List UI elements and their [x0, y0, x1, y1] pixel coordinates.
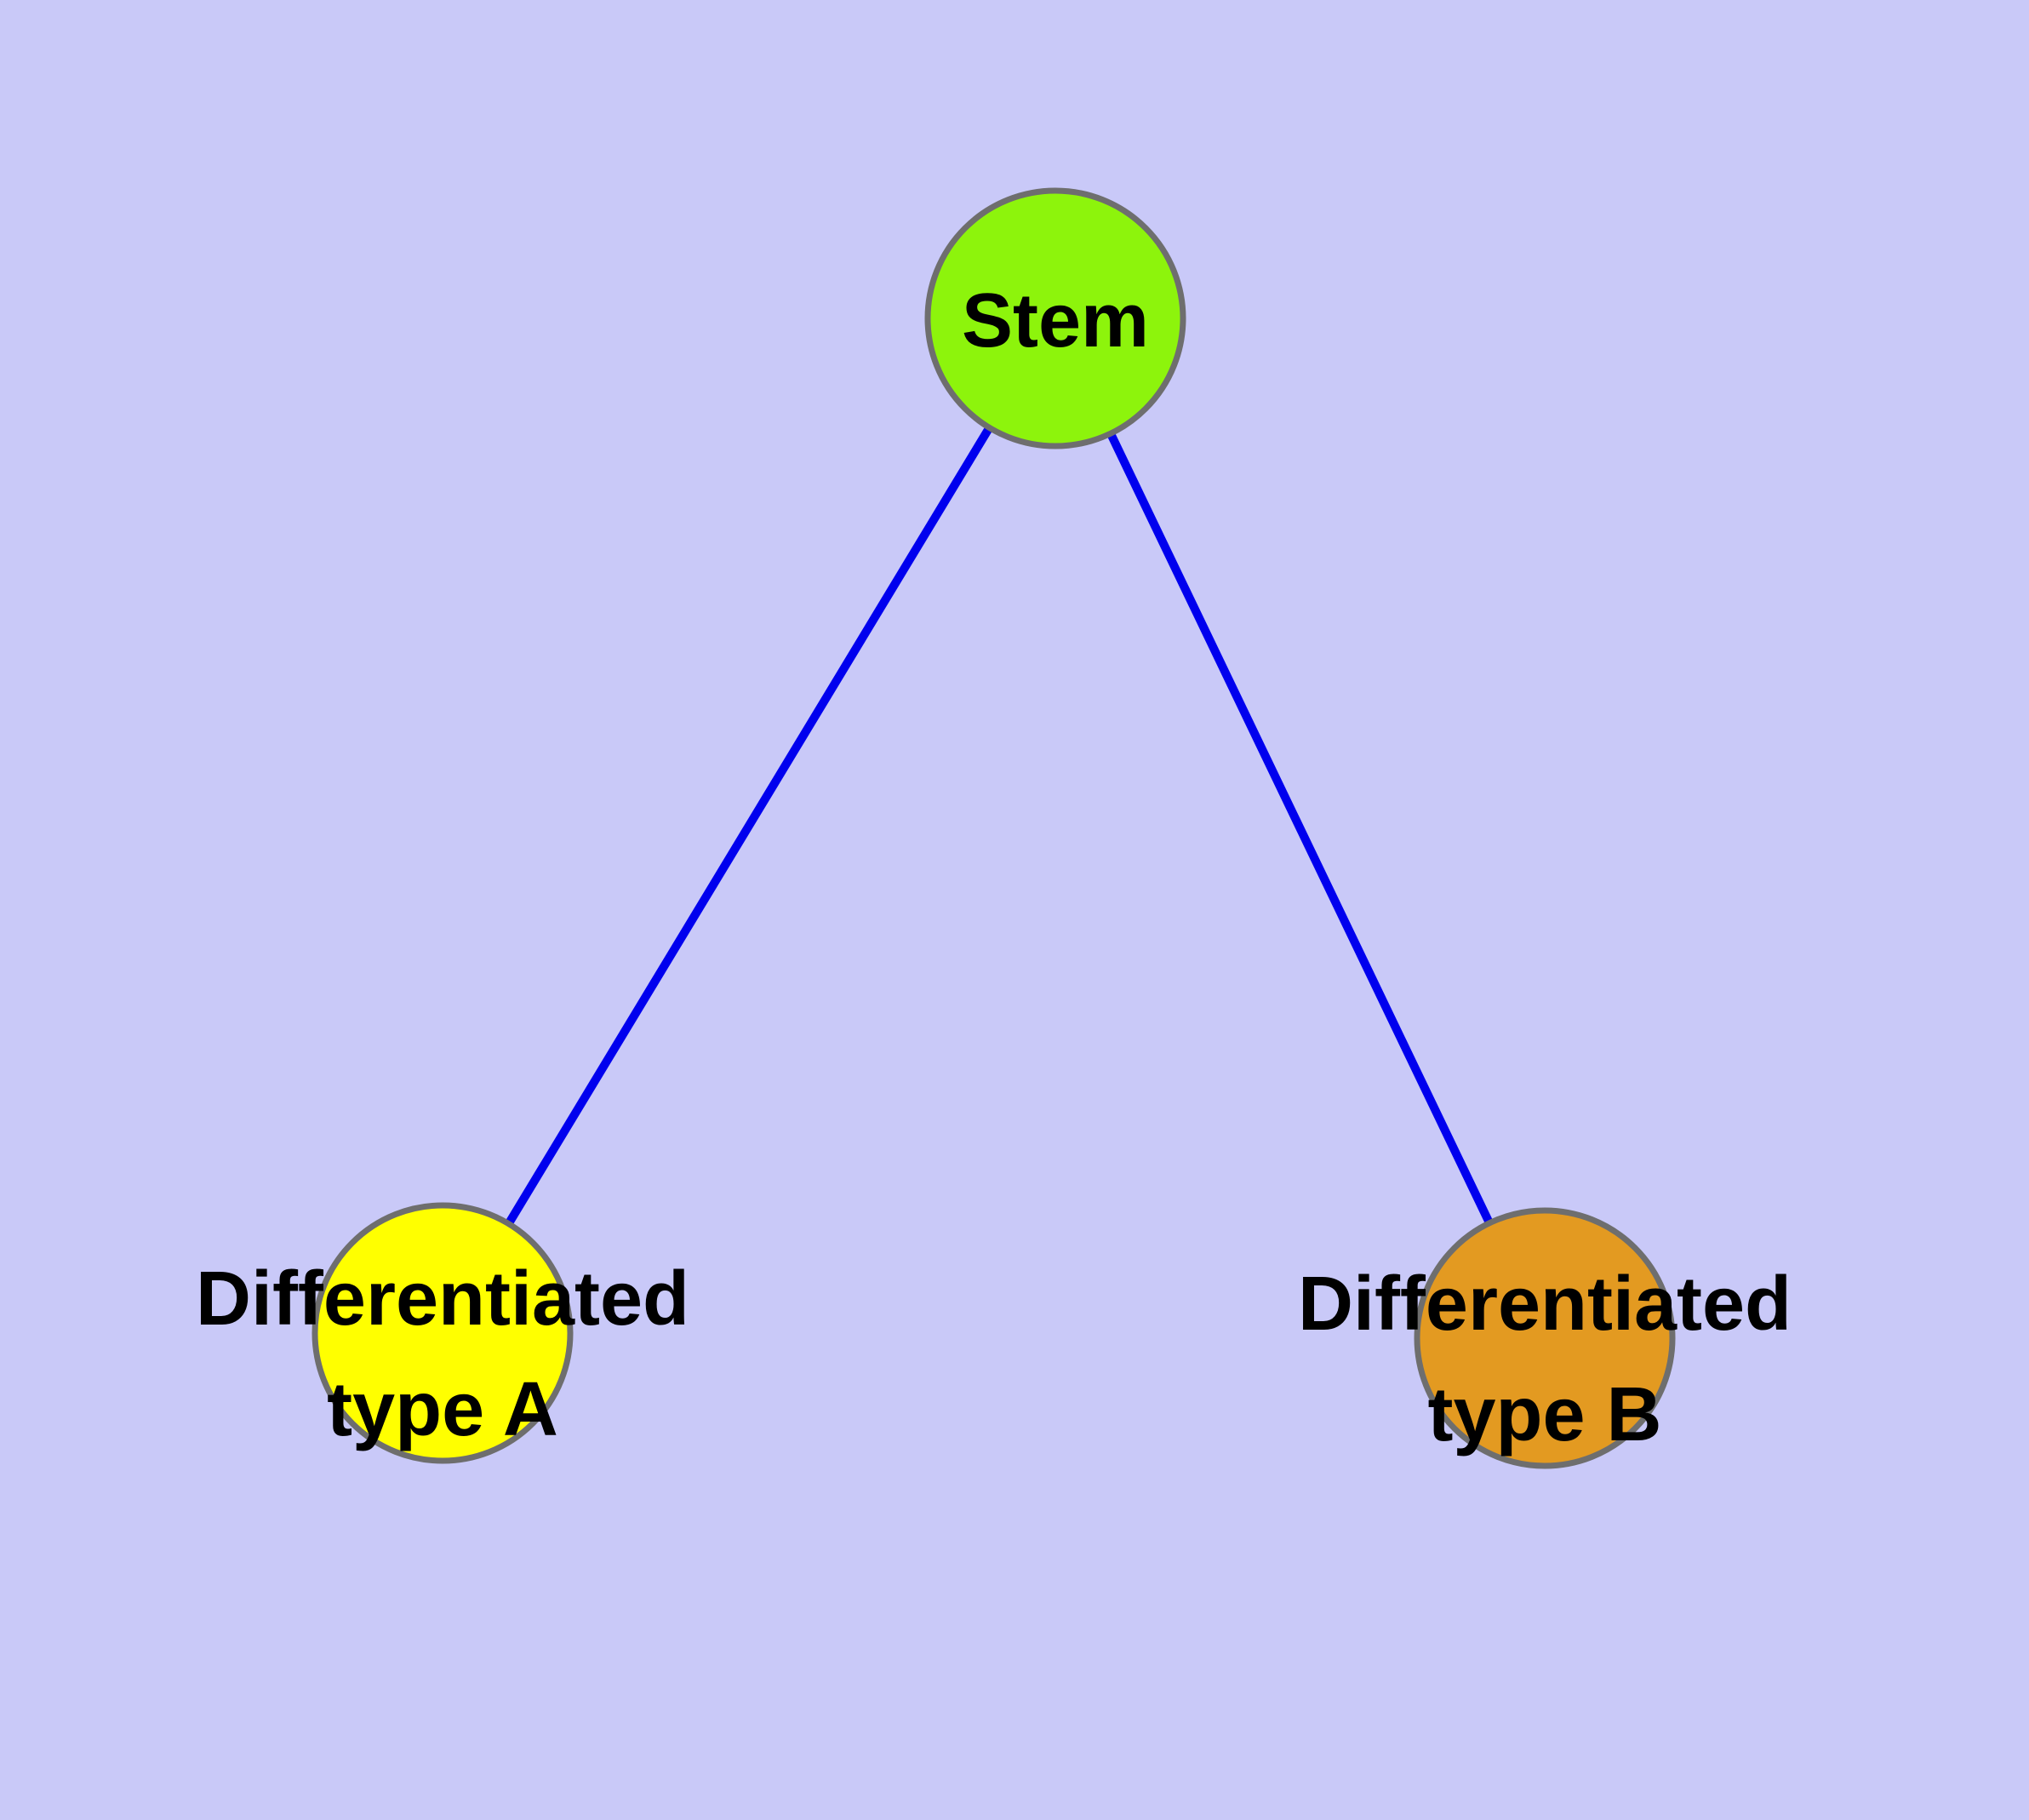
node-differentiated-type-b — [1414, 1207, 1676, 1469]
node-differentiated-type-b-label-line2: type B — [1427, 1372, 1661, 1457]
node-stem-label: Stem — [962, 278, 1149, 363]
node-differentiated-type-a — [311, 1202, 574, 1464]
node-differentiated-type-a-label-line1: Differentiated — [196, 1256, 689, 1342]
node-differentiated-type-b-label-line1: Differentiated — [1298, 1262, 1792, 1347]
edge-stem-to-differentiated-type-a — [438, 316, 1060, 1336]
node-stem — [924, 187, 1186, 449]
node-differentiated-type-a-label-line2: type A — [327, 1367, 558, 1452]
edge-stem-to-differentiated-type-b — [1051, 316, 1549, 1341]
